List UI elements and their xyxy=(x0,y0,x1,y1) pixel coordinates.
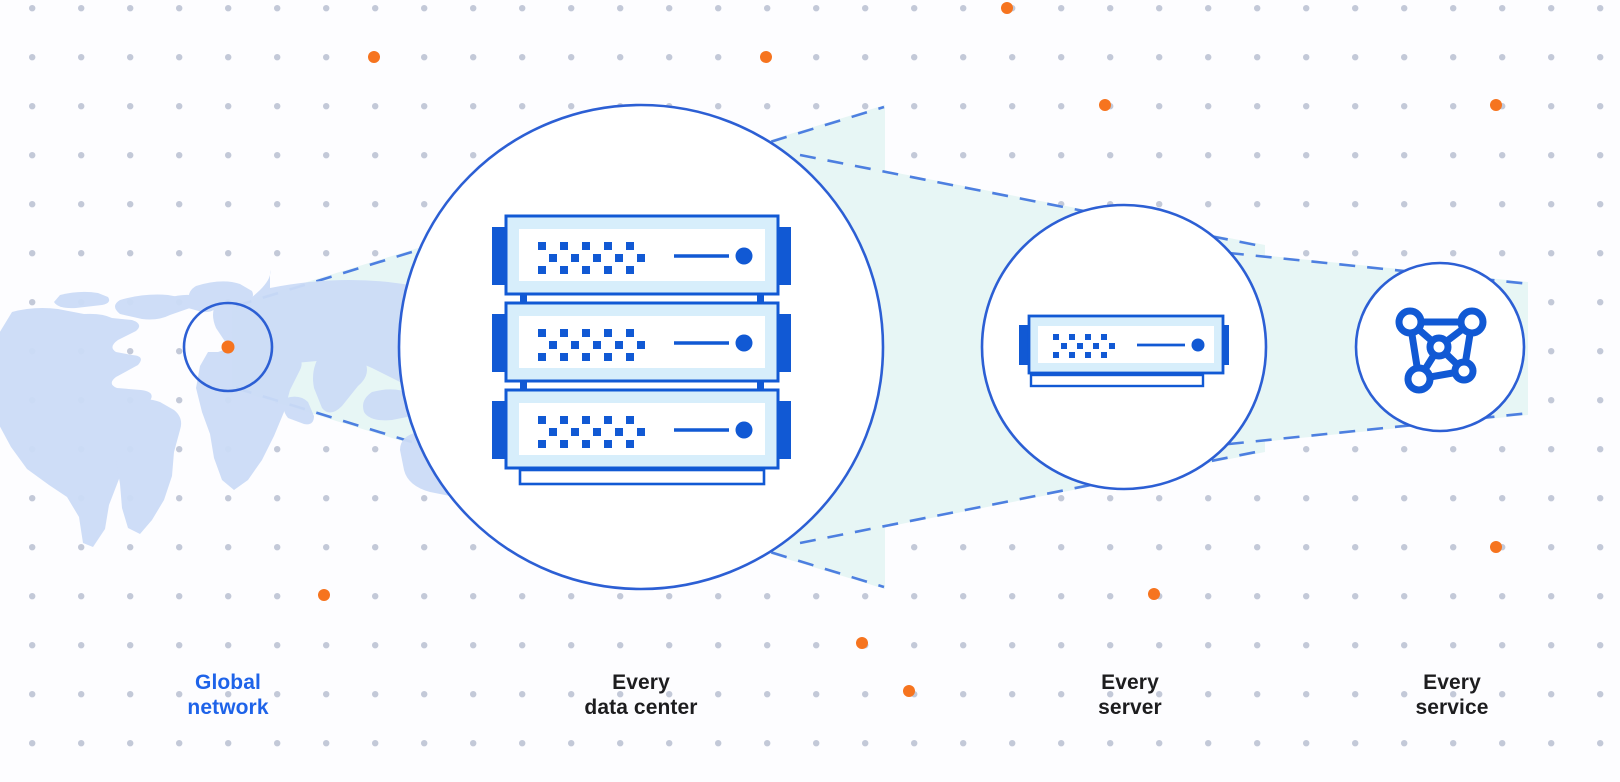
highlight-dot xyxy=(368,51,380,63)
server-status-led xyxy=(735,247,753,265)
highlight-dot xyxy=(856,637,868,649)
server-base xyxy=(1029,373,1205,388)
global-network-location-pin xyxy=(221,340,235,354)
network-graph-icon xyxy=(1395,307,1487,394)
server-status-led xyxy=(735,421,753,439)
server-vent-dots xyxy=(538,416,645,448)
stage-every-server[interactable] xyxy=(980,203,1268,491)
highlight-dot xyxy=(318,589,330,601)
server-vent-dots xyxy=(1053,334,1115,358)
server-status-led xyxy=(1191,338,1205,352)
rack-server-unit xyxy=(492,214,791,296)
highlight-dot xyxy=(1490,99,1502,111)
server-status-led xyxy=(735,334,753,352)
single-server-icon xyxy=(1019,314,1229,388)
stage-every-service[interactable] xyxy=(1354,261,1526,433)
server-rack-icon xyxy=(492,214,791,486)
highlight-dot xyxy=(1099,99,1111,111)
highlight-dot xyxy=(1148,588,1160,600)
server-vent-dots xyxy=(538,242,645,274)
server-vent-dots xyxy=(538,329,645,361)
network-graph-nodes xyxy=(1395,307,1487,394)
highlight-dots xyxy=(318,2,1502,697)
highlight-dot xyxy=(903,685,915,697)
highlight-dot xyxy=(1001,2,1013,14)
highlight-dot xyxy=(1490,541,1502,553)
global-network-zoom-circle xyxy=(182,301,274,393)
rack-base xyxy=(518,468,766,486)
highlight-dot xyxy=(760,51,772,63)
rack-server-unit xyxy=(492,301,791,383)
stage-every-data-center[interactable] xyxy=(397,103,885,591)
rack-server-unit xyxy=(492,388,791,470)
